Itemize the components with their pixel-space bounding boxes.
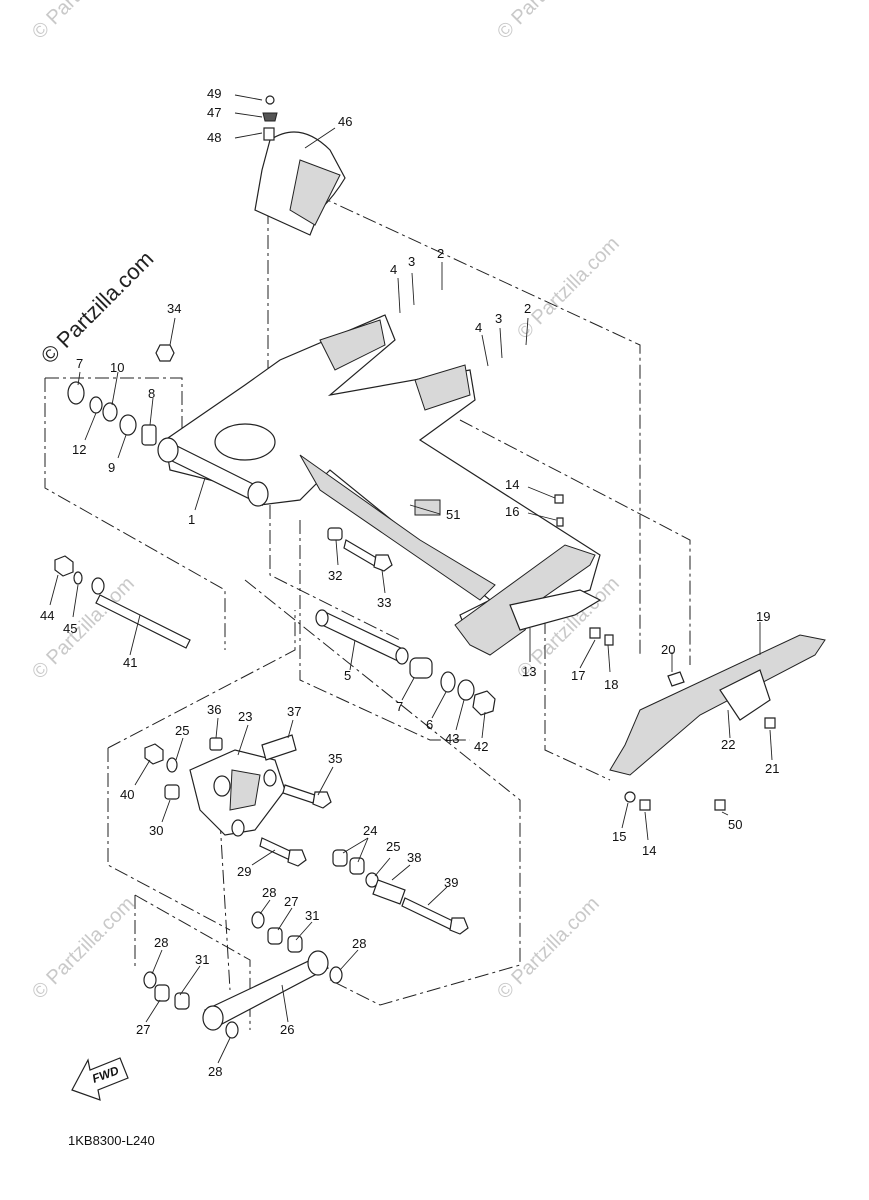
watermark: © Partzilla.com xyxy=(493,893,604,1004)
callout-2: 2 xyxy=(437,246,444,261)
callout-26: 26 xyxy=(280,1022,294,1037)
reference-lines xyxy=(44,160,691,1030)
watermark: © Partzilla.com xyxy=(493,0,604,44)
callout-31: 31 xyxy=(195,952,209,967)
callout-3: 3 xyxy=(495,311,502,326)
callout-29: 29 xyxy=(237,864,251,879)
callout-34: 34 xyxy=(167,301,181,316)
callout-49: 49 xyxy=(207,86,221,101)
fwd-arrow-icon: FWD xyxy=(71,1057,129,1101)
relay-arm xyxy=(144,734,297,837)
callout-25: 25 xyxy=(386,839,400,854)
callout-51: 51 xyxy=(446,507,460,522)
callout-27: 27 xyxy=(284,894,298,909)
callout-28: 28 xyxy=(262,885,276,900)
watermark: © Partzilla.com xyxy=(28,893,139,1004)
callout-38: 38 xyxy=(407,850,421,865)
callout-4: 4 xyxy=(475,320,482,335)
callout-6: 6 xyxy=(426,717,433,732)
leader-lines xyxy=(49,94,773,1064)
pivot-collar xyxy=(157,437,269,507)
callout-36: 36 xyxy=(207,702,221,717)
callout-40: 40 xyxy=(120,787,134,802)
watermark-main: © Partzilla.com xyxy=(36,246,159,369)
callout-37: 37 xyxy=(287,704,301,719)
pivot-bolt xyxy=(54,555,191,649)
callout-13: 13 xyxy=(522,664,536,679)
callout-35: 35 xyxy=(328,751,342,766)
chain-guard xyxy=(589,627,826,811)
callout-24: 24 xyxy=(363,823,377,838)
connecting-rod xyxy=(143,911,343,1039)
callout-17: 17 xyxy=(571,668,585,683)
callout-20: 20 xyxy=(661,642,675,657)
callout-3: 3 xyxy=(408,254,415,269)
watermark: © Partzilla.com xyxy=(28,0,139,44)
axle-assembly xyxy=(315,609,496,716)
callout-14: 14 xyxy=(642,843,656,858)
callout-39: 39 xyxy=(444,875,458,890)
callout-28: 28 xyxy=(208,1064,222,1079)
callout-19: 19 xyxy=(756,609,770,624)
callout-30: 30 xyxy=(149,823,163,838)
callout-25: 25 xyxy=(175,723,189,738)
callout-31: 31 xyxy=(305,908,319,923)
callout-7: 7 xyxy=(396,699,403,714)
relay-bolts xyxy=(259,784,469,935)
callout-labels: 49 47 48 46 4 3 2 4 3 2 34 7 10 8 12 9 1… xyxy=(40,86,779,1079)
callout-15: 15 xyxy=(612,829,626,844)
callout-22: 22 xyxy=(721,737,735,752)
callout-8: 8 xyxy=(148,386,155,401)
callout-33: 33 xyxy=(377,595,391,610)
diagram-code: 1KB8300-L240 xyxy=(68,1133,155,1148)
callout-14: 14 xyxy=(505,477,519,492)
callout-21: 21 xyxy=(765,761,779,776)
callout-41: 41 xyxy=(123,655,137,670)
relay-bushings xyxy=(332,849,406,905)
chain-slider-hardware xyxy=(327,494,564,572)
callout-46: 46 xyxy=(338,114,352,129)
swingarm xyxy=(164,314,601,641)
callout-4: 4 xyxy=(390,262,397,277)
callout-16: 16 xyxy=(505,504,519,519)
callout-2: 2 xyxy=(524,301,531,316)
callout-1: 1 xyxy=(188,512,195,527)
callout-42: 42 xyxy=(474,739,488,754)
callout-18: 18 xyxy=(604,677,618,692)
callout-44: 44 xyxy=(40,608,54,623)
callout-50: 50 xyxy=(728,817,742,832)
callout-45: 45 xyxy=(63,621,77,636)
callout-28: 28 xyxy=(352,936,366,951)
callout-5: 5 xyxy=(344,668,351,683)
upper-chain-guard xyxy=(254,95,346,236)
callout-9: 9 xyxy=(108,460,115,475)
callout-47: 47 xyxy=(207,105,221,120)
callout-48: 48 xyxy=(207,130,221,145)
callout-28: 28 xyxy=(154,935,168,950)
callout-23: 23 xyxy=(238,709,252,724)
watermark: © Partzilla.com xyxy=(513,233,624,344)
callout-43: 43 xyxy=(445,731,459,746)
chain-slider xyxy=(454,544,602,656)
callout-10: 10 xyxy=(110,360,124,375)
callout-27: 27 xyxy=(136,1022,150,1037)
callout-7: 7 xyxy=(76,356,83,371)
callout-12: 12 xyxy=(72,442,86,457)
callout-32: 32 xyxy=(328,568,342,583)
